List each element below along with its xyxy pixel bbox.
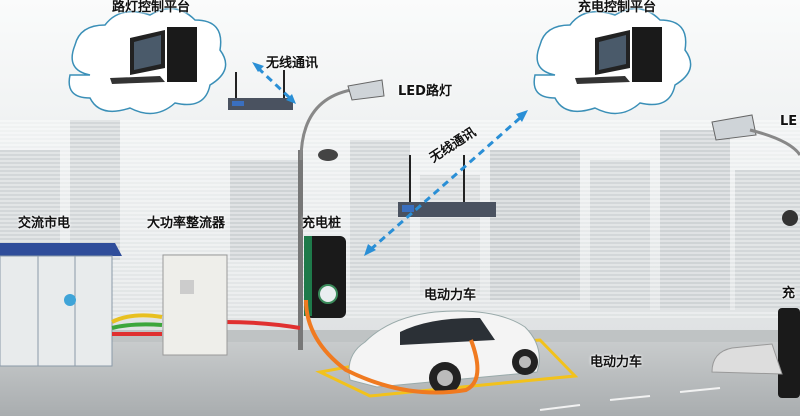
computer-icon [110,27,197,84]
router-icon [228,70,293,110]
label-ev-1: 电动力车 [424,288,477,303]
computer-icon [575,27,662,84]
rectifier-cabinet [162,254,228,356]
charging-cable [304,299,480,395]
street-light [298,79,385,350]
label-ac-mains: 交流市电 [18,216,71,231]
street-light-right [711,114,800,226]
label-wireless-1: 无线通讯 [266,56,319,71]
label-led-light-right: LE [780,114,798,129]
label-rectifier: 大功率整流器 [147,216,226,231]
label-street-light-platform: 路灯控制平台 [112,0,191,15]
transformer-box [0,243,122,367]
label-ev-2: 电动力车 [590,355,643,370]
label-charging-pile: 充电桩 [302,216,342,231]
label-charging-platform: 充电控制平台 [578,0,657,15]
electric-car [348,310,540,394]
charging-pile-right [778,308,800,398]
charging-pile [304,236,346,318]
background-car [711,343,783,375]
label-led-light: LED路灯 [398,84,452,99]
wireless-arrow [256,66,521,252]
label-charging-pile-right: 充 [782,286,796,301]
router-icon [398,155,496,217]
